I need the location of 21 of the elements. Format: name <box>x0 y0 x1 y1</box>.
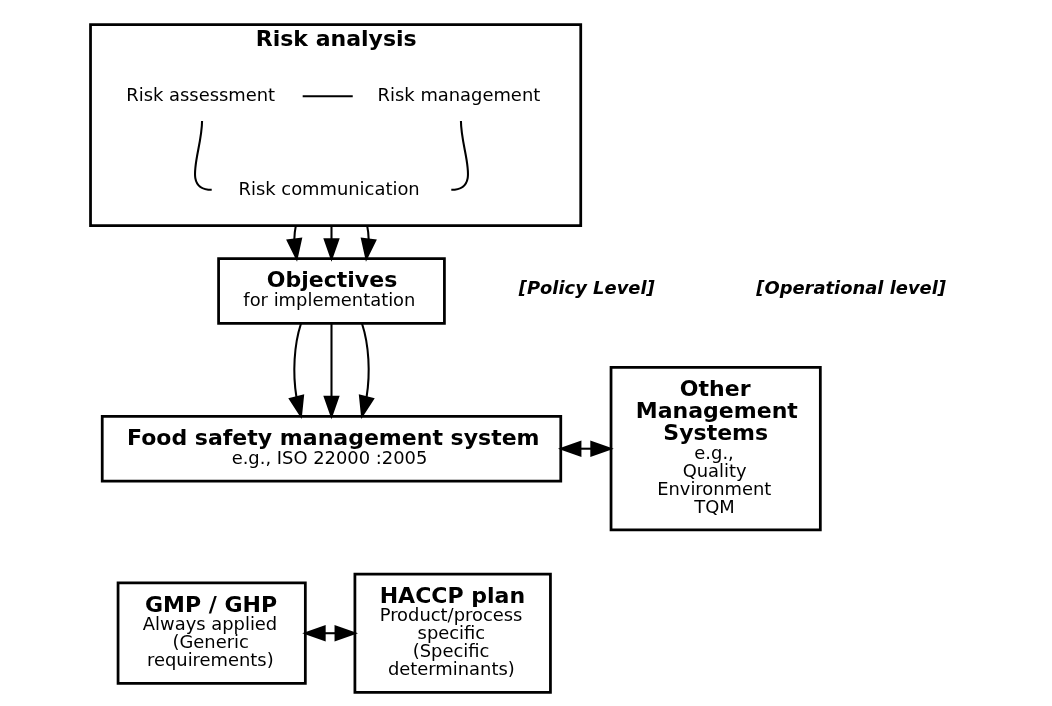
arrow <box>288 323 305 420</box>
arrow <box>302 625 358 642</box>
node-text: Risk management <box>377 83 541 105</box>
arrow <box>360 225 377 262</box>
label: [Operational level] <box>756 277 947 299</box>
node-box: HACCP plan Product/process specific (Specific determinants) <box>353 572 552 694</box>
arrow <box>286 225 303 262</box>
connector <box>193 120 212 191</box>
connector <box>302 95 353 98</box>
arrow <box>358 323 375 420</box>
connector <box>451 120 470 191</box>
node-box: Food safety management system e.g., ISO 22000 :2005 <box>100 414 563 483</box>
arrow <box>557 440 614 457</box>
node-text: Risk assessment <box>126 83 276 105</box>
arrow <box>323 225 340 262</box>
label: [Policy Level] <box>518 277 655 299</box>
node-box: Objectives for implementation <box>217 257 446 325</box>
node-text: Risk communication <box>238 177 420 199</box>
node-box: GMP / GHP Always applied (Generic requirements) <box>116 581 307 685</box>
node-box: Other Management Systems e.g., Quality Environment TQM <box>609 366 822 532</box>
arrow <box>323 323 340 420</box>
